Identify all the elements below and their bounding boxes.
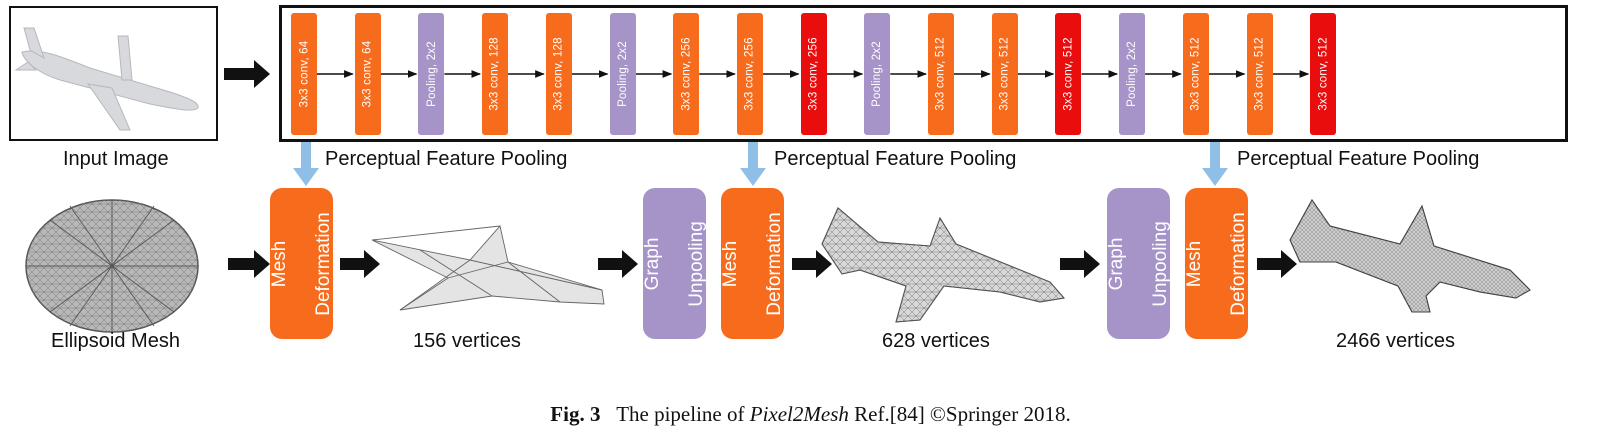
cnn-layer-label: 3x3 conv, 64 bbox=[298, 40, 311, 108]
mesh-628-shape bbox=[821, 207, 1065, 323]
perceptual-feature-pooling-label: Perceptual Feature Pooling bbox=[325, 148, 568, 170]
cnn-layer: 3x3 conv, 512 bbox=[1310, 13, 1337, 135]
cnn-encoder-box bbox=[279, 5, 1568, 142]
caption-fig-number: Fig. 3 bbox=[550, 402, 601, 426]
big-arrows bbox=[224, 60, 1297, 278]
cnn-layer: 3x3 conv, 512 bbox=[1246, 13, 1273, 135]
graph-unpooling-line1: Graph bbox=[1105, 237, 1127, 290]
cnn-layer: 3x3 conv, 128 bbox=[545, 13, 572, 135]
cnn-layer: Pooling, 2x2 bbox=[609, 13, 636, 135]
cnn-layer-label: 3x3 conv, 256 bbox=[807, 37, 820, 111]
cnn-layer-label: Pooling, 2x2 bbox=[871, 41, 884, 107]
figure-caption: Fig. 3 The pipeline of Pixel2Mesh Ref.[8… bbox=[0, 402, 1621, 427]
cnn-layer: 3x3 conv, 128 bbox=[482, 13, 509, 135]
caption-post: Ref.[84] ©Springer 2018. bbox=[848, 402, 1071, 426]
vertices-2466-label: 2466 vertices bbox=[1336, 330, 1455, 352]
mesh-deformation-line2: Deformation bbox=[1227, 211, 1249, 316]
cnn-layer-label: 3x3 conv, 512 bbox=[998, 37, 1011, 111]
cnn-layer: 3x3 conv, 64 bbox=[291, 13, 317, 135]
cnn-layer: 3x3 conv, 512 bbox=[928, 13, 954, 135]
cnn-layer: 3x3 conv, 512 bbox=[1182, 13, 1209, 135]
cnn-layer-label: Pooling, 2x2 bbox=[1126, 41, 1139, 107]
cnn-layer-label: 3x3 conv, 64 bbox=[361, 40, 374, 108]
graph-unpooling-line2: Unpooling bbox=[685, 220, 707, 307]
input-image-label: Input Image bbox=[63, 148, 169, 170]
cnn-layer-label: 3x3 conv, 256 bbox=[743, 37, 756, 111]
graph-unpooling-line2: Unpooling bbox=[1149, 220, 1171, 307]
cnn-layer: Pooling, 2x2 bbox=[1119, 13, 1146, 135]
mesh-deformation-block: Mesh Deformation bbox=[719, 188, 785, 339]
graph-unpooling-block: Graph Unpooling bbox=[1105, 188, 1171, 339]
mesh-156-shape bbox=[371, 225, 605, 311]
mesh-deformation-block: Mesh Deformation bbox=[268, 188, 334, 339]
cnn-layer: 3x3 conv, 64 bbox=[354, 13, 381, 135]
mesh-deformation-line1: Mesh bbox=[719, 240, 741, 287]
vertices-628-label: 628 vertices bbox=[882, 330, 990, 352]
cnn-layer-label: 3x3 conv, 512 bbox=[1253, 37, 1266, 111]
ellipsoid-mesh-shape bbox=[25, 199, 199, 333]
cnn-layer: 3x3 conv, 256 bbox=[800, 13, 827, 135]
cnn-layer: Pooling, 2x2 bbox=[864, 13, 891, 135]
cnn-layer-label: 3x3 conv, 512 bbox=[935, 37, 948, 111]
cnn-layer-label: 3x3 conv, 256 bbox=[680, 37, 693, 111]
graph-unpooling-line1: Graph bbox=[641, 237, 663, 290]
ellipsoid-mesh-label: Ellipsoid Mesh bbox=[51, 330, 180, 352]
mesh-deformation-line1: Mesh bbox=[268, 240, 290, 287]
mesh-deformation-block: Mesh Deformation bbox=[1183, 188, 1249, 339]
cnn-layer-label: 3x3 conv, 512 bbox=[1317, 37, 1330, 111]
vertices-156-label: 156 vertices bbox=[413, 330, 521, 352]
graph-unpooling-block: Graph Unpooling bbox=[641, 188, 707, 339]
mesh-deformation-line2: Deformation bbox=[763, 211, 785, 316]
perceptual-feature-pooling-label: Perceptual Feature Pooling bbox=[1237, 148, 1480, 170]
mesh-deformation-line2: Deformation bbox=[312, 211, 334, 316]
cnn-layer: 3x3 conv, 512 bbox=[1055, 13, 1082, 135]
cnn-layer: 3x3 conv, 512 bbox=[991, 13, 1018, 135]
perceptual-feature-pooling-label: Perceptual Feature Pooling bbox=[774, 148, 1017, 170]
mesh-2466-shape bbox=[1289, 199, 1531, 313]
cnn-layer-label: 3x3 conv, 512 bbox=[1062, 37, 1075, 111]
cnn-layer-label: 3x3 conv, 128 bbox=[552, 37, 565, 111]
mesh-deformation-line1: Mesh bbox=[1183, 240, 1205, 287]
cnn-layer-label: Pooling, 2x2 bbox=[616, 41, 629, 107]
caption-pre: The pipeline of bbox=[616, 402, 750, 426]
cnn-layer: 3x3 conv, 256 bbox=[673, 13, 700, 135]
cnn-layer: Pooling, 2x2 bbox=[418, 13, 445, 135]
pooling-arrows bbox=[293, 142, 1228, 186]
airplane-photo-icon bbox=[14, 27, 199, 131]
caption-method-name: Pixel2Mesh bbox=[749, 402, 849, 426]
cnn-layer: 3x3 conv, 256 bbox=[736, 13, 763, 135]
cnn-layer-label: 3x3 conv, 128 bbox=[489, 37, 502, 111]
cnn-layer-label: Pooling, 2x2 bbox=[425, 41, 438, 107]
cnn-layer-label: 3x3 conv, 512 bbox=[1189, 37, 1202, 111]
